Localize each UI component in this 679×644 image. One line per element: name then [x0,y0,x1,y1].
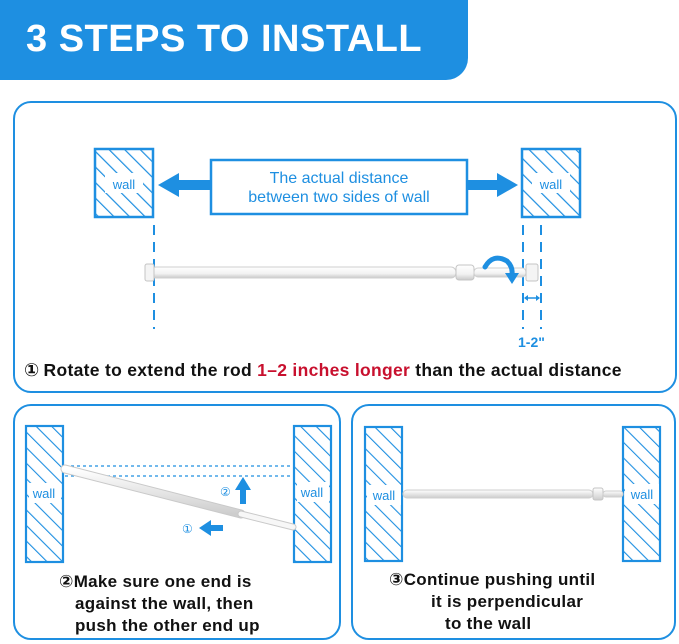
left-wall-label: wall [32,486,56,501]
step3-line1: Continue pushing until [403,570,596,589]
step2-number: ② [59,572,74,591]
step1-text-before: Rotate to extend the rod [43,360,258,380]
rotate-arrow-icon [482,255,519,284]
step3-number: ③ [389,570,404,589]
step2-panel: wall wall ② ① ②Make sure one end is agai… [13,404,341,640]
step2-line1: Make sure one end is [73,572,252,591]
up-arrow-marker: ② [220,485,231,499]
page-title: 3 STEPS TO INSTALL [26,18,423,60]
step3-caption: ③Continue pushing until it is perpendicu… [389,569,595,635]
step2-caption: ②Make sure one end is against the wall, … [59,571,260,637]
step3-panel: wall wall ③Continue pushing until it is … [351,404,676,640]
step1-panel: wall wall The actual distance between tw… [13,101,677,393]
left-wall: wall [93,147,155,219]
tension-rod [60,464,297,531]
distance-arrow-right [467,173,518,197]
step1-diagram: wall wall The actual distance between tw… [93,147,582,350]
up-arrow-icon [235,477,251,504]
step2-diagram: wall wall ② ① [24,424,333,564]
left-arrow-icon [199,520,223,536]
right-wall: wall [292,424,333,564]
left-wall: wall [24,424,65,564]
distance-text-line1: The actual distance [270,170,409,187]
distance-box [209,158,469,216]
step3-diagram: wall wall [363,425,662,563]
right-wall: wall [621,425,662,563]
distance-arrow-left [158,173,211,197]
left-wall-label: wall [112,177,136,192]
right-wall-label: wall [630,487,654,502]
title-banner: 3 STEPS TO INSTALL [0,0,468,80]
left-arrow-marker: ① [182,522,193,536]
step1-text-highlight: 1–2 inches longer [257,360,411,380]
gap-indicator [524,295,540,301]
tension-rod [144,263,539,282]
tension-rod [402,487,624,501]
step2-line3: push the other end up [75,616,260,635]
step1-text-after: than the actual distance [410,360,622,380]
right-wall-label: wall [300,485,324,500]
step3-line2: it is perpendicular [431,592,584,611]
right-wall-label: wall [539,177,563,192]
step1-number: ① [24,360,40,380]
left-wall-label: wall [372,488,396,503]
distance-text-line2: between two sides of wall [248,189,429,206]
step3-line3: to the wall [445,614,532,633]
left-wall: wall [363,425,404,563]
step2-line2: against the wall, then [75,594,254,613]
gap-label: 1-2" [518,334,545,350]
right-wall: wall [520,147,582,219]
